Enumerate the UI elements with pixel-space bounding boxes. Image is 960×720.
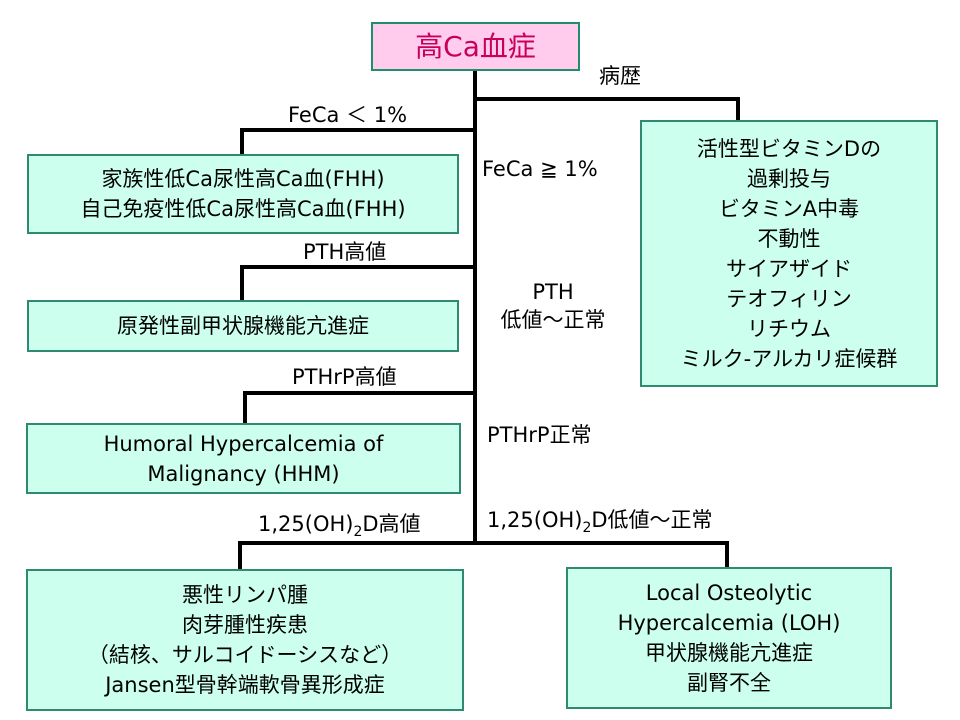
history-cause-line: サイアザイド: [726, 256, 852, 281]
pthrp-high-connector: [243, 391, 477, 424]
label-history: 病歴: [599, 64, 641, 88]
history-cause-line: 不動性: [757, 226, 821, 251]
box-vitd-high-causes: 悪性リンパ腫 肉芽腫性疾患 （結核、サルコイドーシスなど） Jansen型骨幹端…: [26, 569, 464, 711]
label-pth-low-line: PTH: [532, 280, 574, 304]
vitd-high-line: （結核、サルコイドーシスなど）: [87, 643, 403, 667]
label-feca-high: FeCa ≧ 1%: [482, 157, 598, 181]
fhh-line: 自己免疫性低Ca尿性高Ca血(FHH): [80, 197, 406, 221]
history-cause-line: ミルク-アルカリ症候群: [680, 346, 898, 371]
vitd-high-line: 悪性リンパ腫: [182, 583, 308, 607]
box-primary-hyperparathyroidism: 原発性副甲状腺機能亢進症: [27, 300, 459, 352]
box-history-causes: 活性型ビタミンDの 過剰投与 ビタミンA中毒 不動性 サイアザイド テオフィリン…: [640, 120, 938, 387]
label-feca-low: FeCa ＜ 1%: [288, 103, 408, 127]
hhm-line: Humoral Hypercalcemia of: [103, 431, 384, 456]
history-cause-line: ビタミンA中毒: [718, 196, 860, 221]
loh-line: 副腎不全: [687, 671, 771, 695]
label-pth-high: PTH高値: [303, 240, 387, 264]
hhm-line: Malignancy (HHM): [147, 461, 340, 486]
label-vitd-low-normal: 1,25(OH)2D低値～正常: [487, 508, 713, 537]
label-pthrp-normal: PTHrP正常: [487, 423, 592, 447]
vitd-high-line: Jansen型骨幹端軟骨異形成症: [105, 673, 385, 697]
loh-line: Local Osteolytic: [645, 581, 813, 605]
vitd-high-connector: [238, 541, 477, 570]
label-pthrp-high: PTHrP高値: [292, 365, 397, 389]
history-cause-line: 活性型ビタミンDの: [696, 136, 882, 161]
label-pth-low-normal: PTH 低値～正常: [488, 278, 618, 334]
history-cause-line: テオフィリン: [726, 286, 852, 311]
label-pth-low-line: 低値～正常: [500, 308, 606, 332]
root-label: 高Ca血症: [415, 29, 536, 63]
vitd-low-connector: [473, 541, 729, 568]
root-node-hypercalcemia: 高Ca血症: [371, 22, 580, 71]
box-hhm: Humoral Hypercalcemia of Malignancy (HHM…: [26, 423, 461, 494]
history-connector: [473, 97, 740, 123]
loh-line: Hypercalcemia (LOH): [617, 611, 841, 635]
label-vitd-high: 1,25(OH)2D高値: [258, 512, 421, 541]
history-cause-line: リチウム: [747, 316, 831, 341]
history-cause-line: 過剰投与: [747, 166, 831, 191]
hyperpara-line: 原発性副甲状腺機能亢進症: [117, 314, 369, 338]
feca-low-connector: [240, 128, 477, 157]
pth-high-connector: [240, 265, 477, 301]
box-loh: Local Osteolytic Hypercalcemia (LOH) 甲状腺…: [566, 567, 892, 709]
vitd-high-line: 肉芽腫性疾患: [182, 613, 308, 637]
fhh-line: 家族性低Ca尿性高Ca血(FHH): [101, 167, 385, 191]
box-fhh: 家族性低Ca尿性高Ca血(FHH) 自己免疫性低Ca尿性高Ca血(FHH): [27, 154, 459, 234]
loh-line: 甲状腺機能亢進症: [645, 641, 813, 665]
